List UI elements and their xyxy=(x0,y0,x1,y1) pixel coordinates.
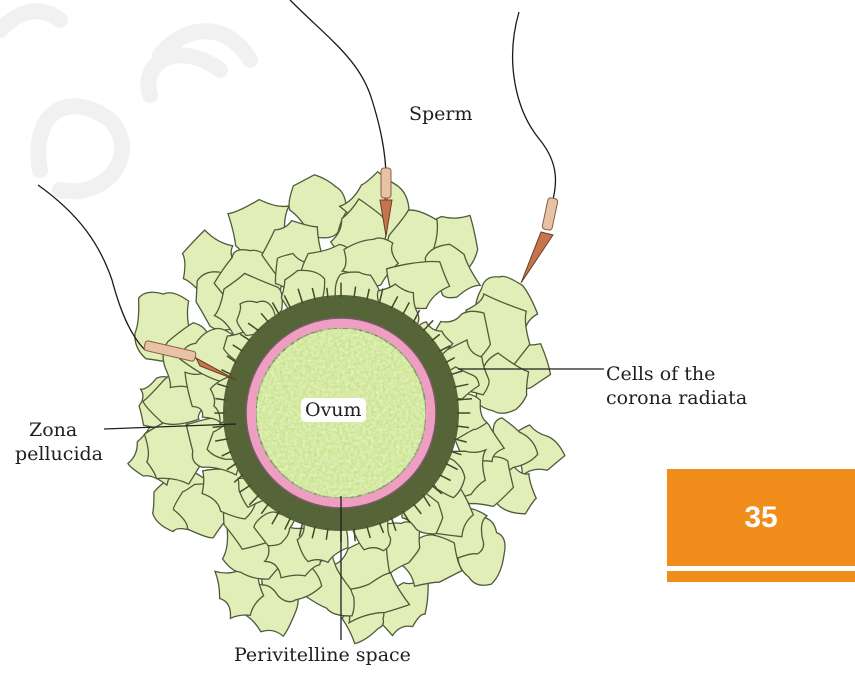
zona-projection xyxy=(232,344,244,352)
watermark xyxy=(0,3,258,200)
zona-projection xyxy=(221,369,232,376)
corona-cell xyxy=(288,174,348,239)
zona-projection xyxy=(450,370,463,376)
zona-projection xyxy=(271,510,280,525)
zona-projection xyxy=(378,522,385,534)
zona-projection xyxy=(260,503,270,515)
leader-lines xyxy=(103,368,604,640)
corona-radiata-cells xyxy=(127,170,566,645)
zona-projection xyxy=(456,425,470,429)
zona-projection xyxy=(216,383,229,388)
zona-projection xyxy=(226,462,237,471)
label-ovum: Ovum xyxy=(301,398,366,422)
page-number-badge: 35 xyxy=(667,469,855,566)
zona-projection xyxy=(453,438,467,443)
sperm-icon xyxy=(512,11,559,284)
zona-projection xyxy=(431,484,443,495)
zona-projection xyxy=(298,522,304,537)
zona-projection xyxy=(366,525,372,539)
label-sperm: Sperm xyxy=(409,103,473,125)
zona-projection xyxy=(325,528,329,540)
zona-projection xyxy=(456,397,473,401)
zona-projection xyxy=(353,528,356,542)
sperm-icon xyxy=(37,184,237,381)
label-perivitelline-space: Perivitelline space xyxy=(234,644,411,666)
zona-projection xyxy=(431,333,441,342)
zona-projection xyxy=(311,287,316,301)
page-accent-rule xyxy=(667,571,855,582)
zona-projection xyxy=(226,355,237,364)
zona-projection xyxy=(238,484,251,494)
zona-projection xyxy=(311,525,316,539)
zona-projection xyxy=(366,288,371,301)
zona-projection xyxy=(221,450,232,457)
zona-projection xyxy=(297,288,304,304)
zona-projection xyxy=(422,494,431,507)
zona-projection xyxy=(378,288,384,304)
zona-projection xyxy=(438,345,451,352)
zona-projection xyxy=(390,517,397,532)
label-zona-pellucida: Zona pellucida xyxy=(15,418,132,466)
zona-projection xyxy=(284,517,292,530)
zona-projection xyxy=(453,383,469,388)
zona-projection xyxy=(283,294,292,309)
label-corona-line2: corona radiata xyxy=(606,387,748,409)
zona-projection xyxy=(438,474,452,482)
zona-projection xyxy=(247,322,260,332)
zona-projection xyxy=(271,302,280,316)
zona-projection xyxy=(239,333,251,342)
zona-projection xyxy=(402,301,410,316)
label-corona-line1: Cells of the xyxy=(606,363,716,385)
zona-projection xyxy=(422,319,434,332)
zona-projection xyxy=(445,462,458,471)
zona-projection xyxy=(215,438,229,442)
zona-projection xyxy=(402,510,411,524)
zona-projection xyxy=(445,356,456,364)
zona-projection xyxy=(233,474,244,483)
sperm-icon xyxy=(289,0,393,237)
zona-projection xyxy=(412,503,422,515)
label-corona-radiata: Cells of the corona radiata xyxy=(606,362,747,410)
zona-projection xyxy=(260,312,270,323)
zona-projection xyxy=(450,450,462,456)
sperm-group xyxy=(37,0,559,381)
zona-projection xyxy=(248,494,260,506)
page-number: 35 xyxy=(744,500,778,534)
zona-projection xyxy=(390,296,399,309)
zona-projection xyxy=(212,425,226,429)
zona-projection xyxy=(326,287,329,298)
zona-projection xyxy=(353,286,357,298)
zona-projection xyxy=(412,309,421,323)
label-zona-line2: pellucida xyxy=(15,443,104,465)
label-zona-line1: Zona xyxy=(29,419,78,441)
zona-projection xyxy=(215,397,226,401)
